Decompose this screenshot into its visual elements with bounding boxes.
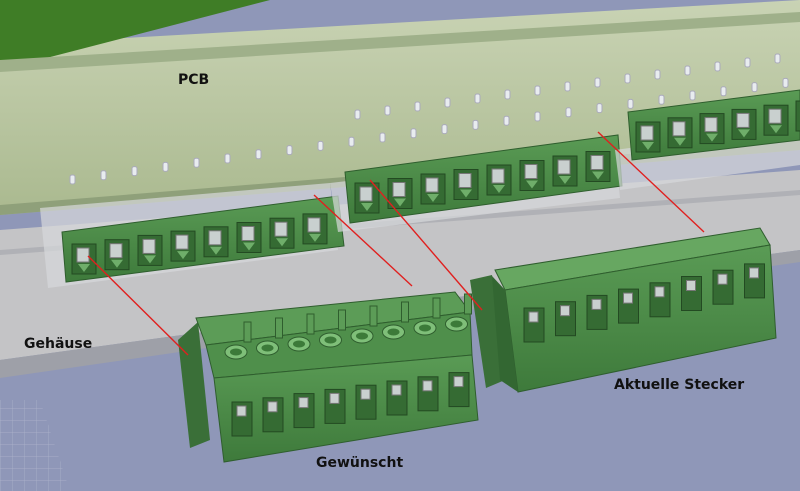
pcb-header-2 xyxy=(330,134,623,232)
desired-connector-label: Gewünscht xyxy=(316,455,404,471)
pcb-label: PCB xyxy=(178,72,210,88)
current-connector xyxy=(470,227,777,393)
leader-lines xyxy=(87,131,705,356)
pcb-green-area xyxy=(0,0,270,70)
current-connector-label: Aktuelle Stecker xyxy=(614,377,745,393)
housing-label: Gehäuse xyxy=(24,336,93,352)
pcb-header-1 xyxy=(40,183,345,288)
pcb-edge-line xyxy=(0,12,800,72)
floor-grid xyxy=(0,400,70,491)
pcb-headers xyxy=(40,89,800,288)
desired-connector xyxy=(178,291,479,463)
pcb-pins xyxy=(69,53,789,185)
pcb-header-3 xyxy=(615,89,800,190)
